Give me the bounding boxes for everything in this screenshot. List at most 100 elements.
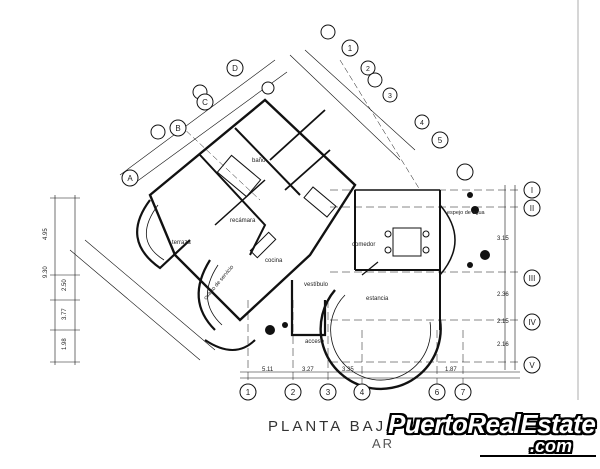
chair-3 [422,230,430,238]
stair-line [361,261,379,276]
chair-2 [384,246,392,254]
axis-label-diag-2: 2 [366,66,370,73]
axis-bubble [169,119,187,137]
terraza-shape [136,199,191,270]
inner-wall-5 [214,179,266,226]
axis-bubble [414,114,430,130]
room-label-espejo: espejo de agua [447,210,486,216]
dim-right-2: 2.36 [497,292,509,298]
axis-label-bottom-1: 1 [246,388,251,397]
right-grid [330,189,520,363]
dim-left-1: 4.95 [43,228,49,240]
axis-bubbles-diag [121,24,474,187]
axis-bubble [341,39,359,57]
diag-dim-right [289,54,401,161]
dim-left-3: 2.50 [62,279,68,291]
axis-bubble [523,181,541,199]
dim-bottom-4: 1.87 [445,367,457,373]
watermark-underline [480,455,596,457]
axis-bubble [284,383,302,401]
dim-right-1: 3.15 [497,236,509,242]
vestibule-walls [290,280,327,337]
dim-bottom-1: 5.11 [262,367,274,373]
axis-bubble [360,60,376,76]
axis-bubble [454,383,472,401]
axis-label-bottom-3: 3 [326,388,331,397]
axis-bubble [261,81,275,95]
water-mirror-arc [439,204,456,276]
room-label-comedor: comedor [352,242,375,248]
closet-symbol [303,186,337,218]
estancia-arc-inner [330,294,432,381]
axis-bubble [150,124,166,140]
axis-bubble [523,313,541,331]
axis-label-diag-4: 4 [420,120,424,127]
room-label-bano: baño [252,158,266,164]
axis-label-diag-b: B [175,124,180,133]
axis-label-right-4: IV [528,318,536,327]
axis-bubble [226,59,244,77]
diag-dim-top2 [131,71,288,186]
axis-label-diag-a: A [127,174,133,183]
bottom-grid [247,300,464,390]
orthogonal-wing [290,189,456,391]
room-label-estancia: estancia [366,296,389,302]
axis-bubble [353,383,371,401]
room-label-servicio: cuarto de servicio [203,264,235,301]
watermark-tld: .com [530,436,573,456]
left-dim-ticks [50,197,80,363]
bed-symbol [216,154,262,198]
watermark-brand: PuertoRealEstate [388,409,596,439]
dim-left-4: 3.77 [62,308,68,320]
kitchen-counter [249,231,277,259]
axis-label-diag-5: 5 [438,136,443,145]
axis-label-right-2: II [530,204,534,213]
dining-table [392,227,422,257]
rotated-wing [69,49,421,361]
axis-label-diag-d: D [232,64,238,73]
room-label-recamara: recámara [230,218,256,224]
diag-grid-b [339,59,421,191]
axis-bubble [523,356,541,374]
axis-bubbles-right [523,181,541,374]
dim-left-2: 9.30 [43,266,49,278]
axis-bubble [428,383,446,401]
inner-wall-1 [199,154,267,256]
axis-label-right-5: V [529,361,535,370]
axis-label-bottom-4: 4 [360,388,365,397]
axis-bubble [367,72,383,88]
axis-bubble [523,199,541,217]
diag-dim-left [69,249,201,361]
room-label-vestibulo: vestíbulo [304,282,329,288]
dim-bottom-3: 3.35 [342,367,354,373]
axis-bubble [382,87,398,103]
plants [265,192,490,335]
plan-title: PLANTA BAJA [268,418,400,435]
room-label-acceso: acceso [305,339,325,345]
axis-bubble [239,383,257,401]
axis-label-right-3: III [529,274,536,283]
axis-label-diag-c: C [202,98,208,107]
axis-bubble [196,93,214,111]
axis-bubbles-bottom [239,383,472,401]
axis-bubble [456,163,474,181]
dim-right-3: 2.15 [497,319,509,325]
axis-bubble [320,24,336,40]
service-room-shape [197,259,256,351]
axis-label-right-1: I [531,186,533,195]
room-label-terraza: terraza [172,240,191,246]
axis-label-bottom-2: 2 [291,388,296,397]
axis-bubble [319,383,337,401]
diag-dim-left2 [84,239,216,351]
diag-dim-top [119,59,276,176]
chair-4 [422,246,430,254]
estancia-arc-outer [319,289,442,391]
plan-subtitle: AR [372,436,395,451]
diag-dim-right2 [304,49,416,151]
axis-label-bottom-5: 6 [435,388,440,397]
dim-left-5: 1.98 [62,338,68,350]
dim-bottom-2: 3.27 [302,367,314,373]
diag-grid-a [179,124,261,201]
